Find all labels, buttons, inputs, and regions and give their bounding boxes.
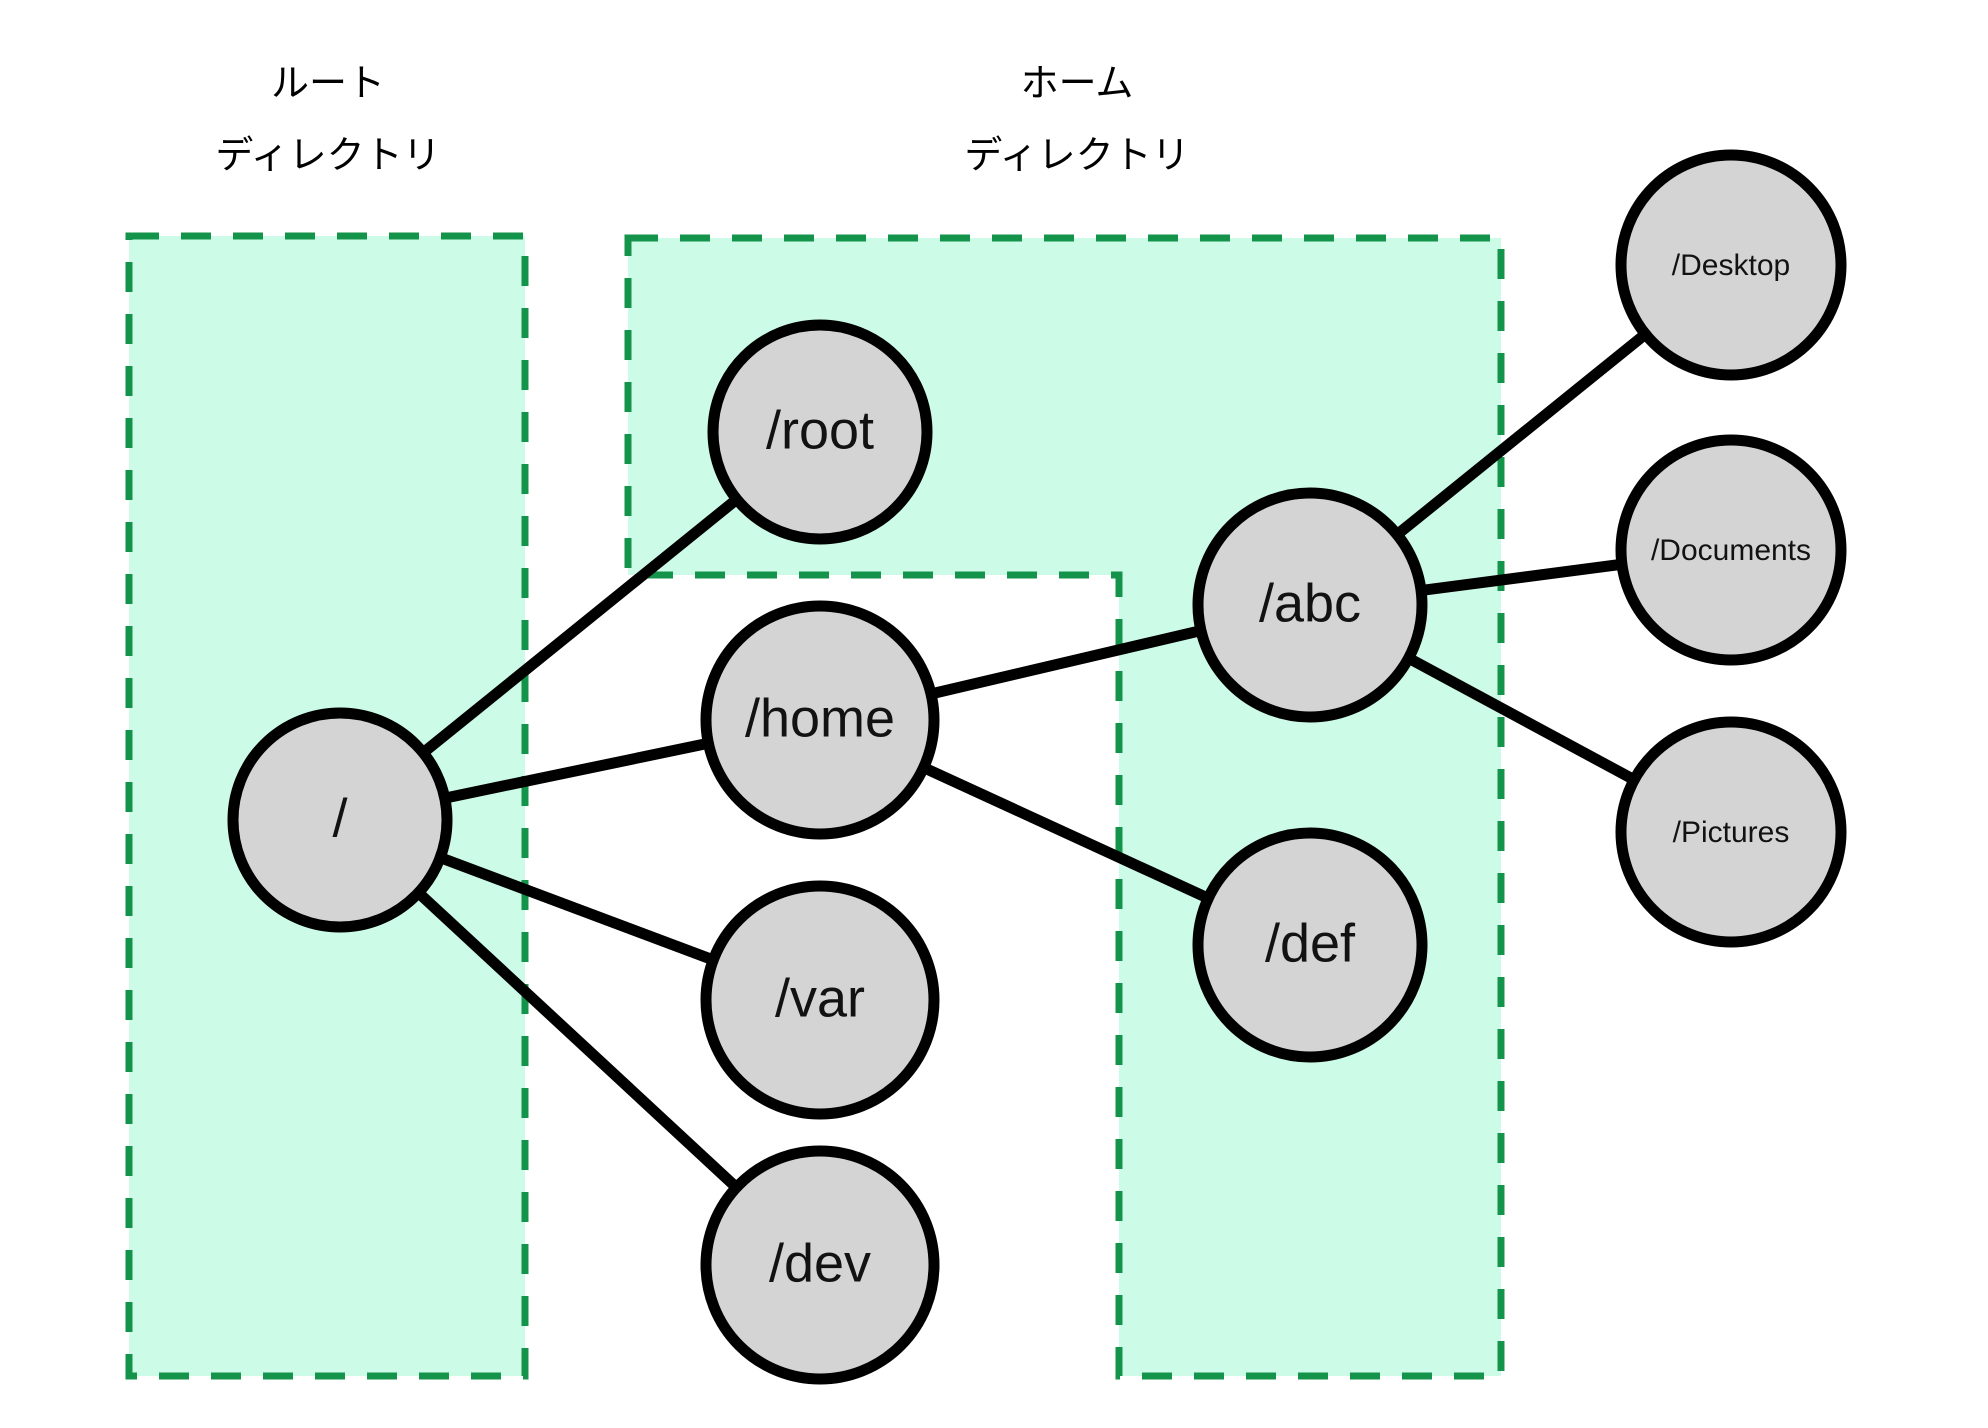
node-var-label: /var — [775, 968, 865, 1028]
node-abc-circle[interactable] — [1192, 487, 1428, 723]
node-rootdir-circle[interactable] — [707, 319, 933, 545]
root-directory-caption-line2: ディレクトリ — [215, 135, 440, 177]
node-desktop-circle[interactable] — [1615, 149, 1847, 381]
node-rootdir-label: /root — [766, 400, 874, 460]
node-documents[interactable]: /Documents — [1615, 434, 1847, 666]
node-home-circle[interactable] — [700, 600, 940, 840]
node-root-circle[interactable] — [227, 707, 453, 933]
node-documents-circle[interactable] — [1615, 434, 1847, 666]
node-home-label: /home — [745, 688, 895, 748]
node-desktop[interactable]: /Desktop — [1615, 149, 1847, 381]
home-directory-caption-line2: ディレクトリ — [964, 135, 1189, 177]
node-pictures-circle[interactable] — [1615, 716, 1847, 948]
node-root-label: / — [332, 788, 347, 848]
node-dev-circle[interactable] — [700, 1145, 940, 1385]
node-pictures-label: /Pictures — [1673, 816, 1790, 849]
node-abc-label: /abc — [1259, 573, 1361, 633]
node-abc[interactable]: /abc — [1192, 487, 1428, 723]
node-layer: / /root /home /var /dev /abc — [227, 149, 1847, 1385]
node-desktop-label: /Desktop — [1672, 249, 1790, 282]
node-root[interactable]: / — [227, 707, 453, 933]
node-var[interactable]: /var — [700, 880, 940, 1120]
node-documents-label: /Documents — [1651, 534, 1811, 567]
home-directory-caption-line1: ホーム — [1021, 63, 1134, 105]
node-def-circle[interactable] — [1192, 827, 1428, 1063]
node-rootdir[interactable]: /root — [707, 319, 933, 545]
node-dev[interactable]: /dev — [700, 1145, 940, 1385]
node-dev-label: /dev — [769, 1233, 871, 1293]
root-directory-caption-line1: ルート — [271, 63, 385, 105]
node-def-label: /def — [1265, 913, 1356, 973]
node-var-circle[interactable] — [700, 880, 940, 1120]
node-pictures[interactable]: /Pictures — [1615, 716, 1847, 948]
node-def[interactable]: /def — [1192, 827, 1428, 1063]
node-home[interactable]: /home — [700, 600, 940, 840]
